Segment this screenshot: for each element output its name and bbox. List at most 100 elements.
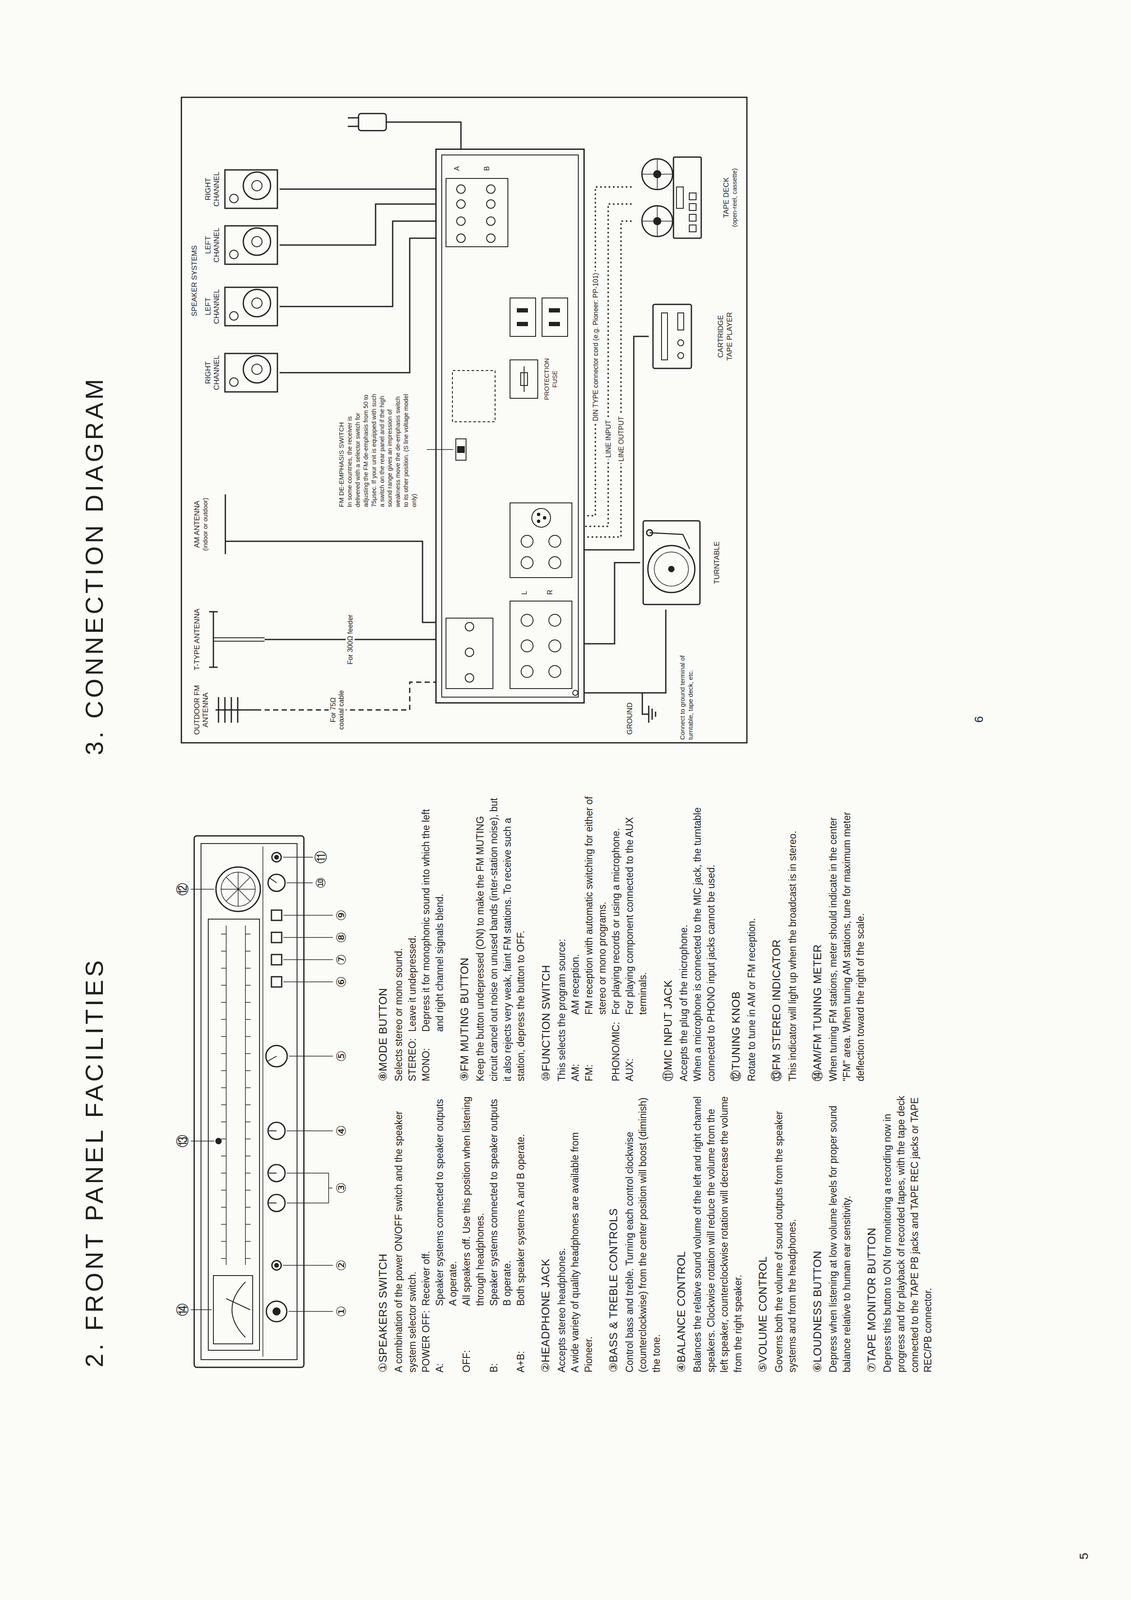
tape-deck-symbol (641, 158, 673, 190)
term: OFF: (460, 1308, 487, 1373)
leader-line (190, 1308, 212, 1310)
group-label: SPEAKER SYSTEMS (190, 245, 199, 317)
note-heading: FM DE-EMPHASIS SWITCH (337, 391, 346, 508)
receiver-rear-panel (510, 502, 572, 578)
leader-line (283, 981, 333, 983)
callout-number: ⑬ (176, 1134, 190, 1148)
section-heading: ④BALANCE CONTROL (673, 1094, 690, 1373)
leader-line (190, 888, 215, 890)
leader-line (282, 856, 313, 858)
speaker-symbol (251, 364, 263, 375)
receiver-rear-panel (521, 535, 534, 548)
speaker-system: LEFT CHANNEL (204, 283, 280, 330)
callout-note: FM DE-EMPHASIS SWITCHIn some countries, … (337, 391, 419, 508)
speaker-symbol (243, 355, 271, 383)
definition: FM reception with automatic switching fo… (582, 795, 610, 1015)
receiver-rear-panel (537, 513, 540, 516)
diagram-title: 3. CONNECTION DIAGRAM (80, 376, 109, 755)
diagram-frame (181, 97, 747, 743)
body-text: Depress this button to ON for monitoring… (880, 1094, 936, 1373)
turntable-symbol (643, 520, 700, 605)
receiver-rear-panel (521, 665, 534, 678)
body-text: Accepts stereo headphones. (555, 1094, 569, 1373)
leader-line (288, 1055, 333, 1057)
antenna-symbol (237, 696, 239, 723)
device-label: OUTDOOR FM ANTENNA (192, 684, 211, 736)
terminal-letter: A (453, 166, 461, 171)
turntable-symbol (643, 520, 700, 605)
speaker-symbol (251, 297, 263, 309)
term: FM: (582, 1017, 610, 1082)
callout-number: ⑭ (176, 1302, 190, 1316)
ground-symbol (655, 711, 657, 717)
connector-wire (239, 541, 436, 623)
callout-number: ⑫ (176, 882, 190, 896)
receiver-front-panel (268, 1202, 277, 1204)
receiver-rear-panel (486, 233, 496, 243)
turntable-symbol (649, 532, 690, 549)
device-label: T-TYPE ANTENNA (192, 608, 202, 671)
wire-label: For 300Ω feeder (345, 612, 355, 667)
receiver-rear-panel (543, 516, 546, 519)
receiver-rear-panel (520, 372, 528, 386)
receiver-front-panel (265, 1045, 288, 1067)
receiver-front-panel (215, 1138, 222, 1144)
speaker-symbol (224, 169, 278, 392)
leader-line (286, 1172, 333, 1203)
leader-line (282, 1264, 333, 1266)
receiver-rear-panel (445, 617, 493, 689)
receiver-front-panel (201, 843, 298, 1360)
connector-wire (279, 204, 436, 245)
receiver-rear-panel (452, 370, 496, 422)
cartridge-player-symbol (677, 339, 684, 346)
power-plug (358, 113, 387, 131)
receiver-front-panel (266, 1300, 287, 1322)
antenna-symbol (230, 696, 233, 723)
receiver-front-panel (213, 1275, 253, 1344)
receiver-front-panel (271, 932, 282, 943)
definition: AM reception. (568, 795, 583, 1015)
receiver-rear-panel (486, 216, 496, 226)
section-heading: ⑩FUNCTION SWITCH (538, 795, 554, 1082)
turntable-symbol (647, 545, 695, 593)
antenna: AM ANTENNA(indoor or outdoor) (192, 489, 240, 559)
connector-wire (584, 609, 666, 693)
body-text: This indicator will light up when the br… (786, 795, 800, 1082)
callout-number: ⑥ (335, 976, 348, 988)
connector-wire (279, 221, 436, 307)
tape-deck-symbol (641, 205, 673, 237)
term: PHONO/MIC: (609, 1017, 624, 1082)
speaker-symbol (251, 236, 263, 247)
note-text: Connect to ground terminal of turntable,… (678, 650, 695, 740)
antenna-symbol (215, 709, 257, 711)
receiver-front-panel (226, 1298, 251, 1310)
speaker-symbol (229, 250, 239, 259)
ground-symbol (648, 705, 650, 723)
callout-number: ④ (335, 1125, 348, 1137)
receiver-rear-panel (510, 600, 572, 689)
antenna-symbol (209, 666, 218, 668)
callout-number: ⑧ (335, 931, 348, 944)
speaker-system: RIGHT CHANNEL (204, 166, 280, 213)
callout-number: ⑩ (314, 877, 328, 889)
speaker-symbol (243, 227, 271, 256)
receiver-rear-panel (465, 622, 474, 631)
receiver-rear-panel (531, 508, 551, 528)
receiver-rear-panel (426, 154, 579, 697)
cartridge-player-symbol (661, 312, 668, 360)
term: POWER OFF: (419, 1308, 434, 1373)
body-text: Balances the relative sound volume of th… (690, 1094, 746, 1373)
receiver-rear-panel (572, 690, 578, 696)
device-label: CARTRIDGE TAPE PLAYER (716, 309, 735, 364)
device-label: TURNTABLE (712, 541, 722, 584)
definition: Depress it for monophonic sound into whi… (419, 795, 447, 1032)
note-text: In some countries, the receiver is deliv… (345, 391, 419, 508)
term: A: (433, 1308, 461, 1373)
section-heading: ⑬FM STEREO INDICATOR (769, 795, 785, 1082)
receiver-front-panel (208, 918, 260, 1350)
turntable-symbol (668, 566, 674, 572)
connector-wire (584, 204, 632, 527)
connector-wire (584, 562, 641, 644)
tape-deck: TAPE DECK(open-reel, cassette) (631, 148, 739, 247)
device-label: LEFT CHANNEL (204, 221, 222, 269)
